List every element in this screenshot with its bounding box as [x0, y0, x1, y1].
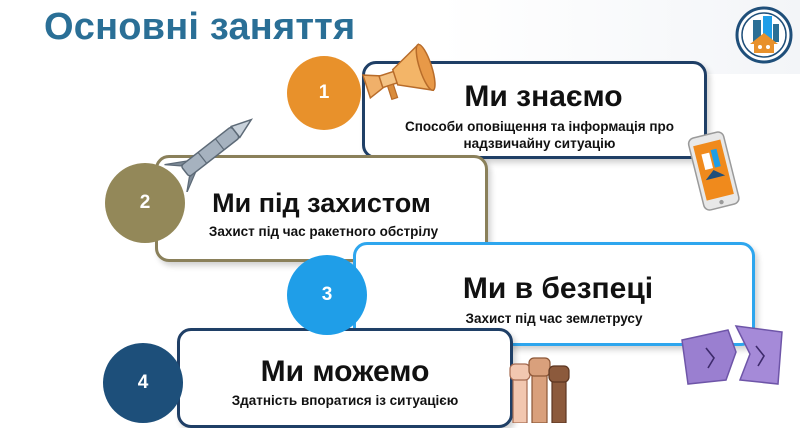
loudspeaker-icon — [361, 43, 436, 101]
step-heading: Ми знаємо — [464, 80, 623, 113]
smartphone-icon — [687, 131, 740, 211]
step-number-4: 4 — [103, 343, 183, 423]
step-description: Захист під час ракетного обстрілу — [208, 224, 439, 239]
missile-icon — [164, 118, 254, 192]
organization-logo-icon — [735, 6, 793, 64]
step-description: Захист під час землетрусу — [465, 311, 643, 326]
step-card-4: Ми можемо Здатність впоратися із ситуаці… — [177, 328, 513, 428]
step-heading: Ми можемо — [260, 355, 430, 388]
raised-fists-icon — [509, 357, 570, 423]
page-title: Основні заняття — [44, 6, 356, 48]
step-description: Здатність впоратися із ситуацією — [231, 393, 459, 408]
step-number-1: 1 — [287, 56, 361, 130]
step-number-3: 3 — [287, 255, 367, 335]
step-card-1: Ми знаємо Способи оповіщення та інформац… — [362, 61, 707, 159]
step-heading: Ми під захистом — [212, 188, 431, 218]
step-heading: Ми в безпеці — [462, 272, 654, 305]
step-number-2: 2 — [105, 163, 185, 243]
step-description: Способи оповіщення та інформація про над… — [404, 119, 674, 151]
cracked-ground-icon — [681, 325, 783, 385]
